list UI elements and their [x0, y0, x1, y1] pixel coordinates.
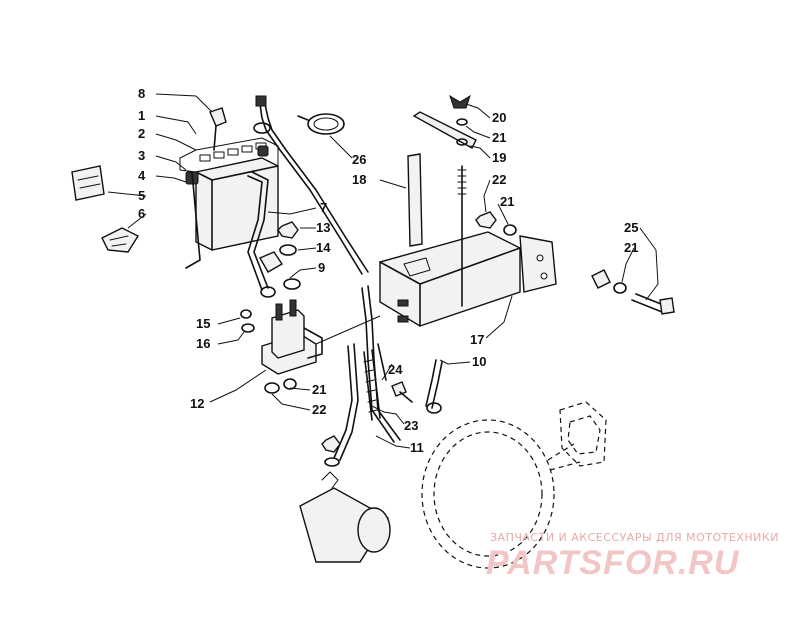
- part-label-14: 14: [316, 240, 331, 255]
- part-label-26: 26: [352, 152, 366, 167]
- nut: [277, 221, 299, 239]
- watermark: ЗАПЧАСТИ И АКСЕССУАРЫ ДЛЯ МОТОТЕХНИКИ PA…: [486, 531, 779, 582]
- part-label-3: 3: [138, 148, 145, 163]
- part-label-12: 12: [190, 396, 204, 411]
- part-label-7: 7: [320, 200, 327, 215]
- part-label-22-box: 22: [492, 172, 506, 187]
- flywheel-housing: [421, 401, 607, 569]
- mount-bolt: [591, 269, 675, 315]
- wing-nut: [449, 94, 471, 126]
- part-label-5: 5: [138, 188, 145, 203]
- bolt: [391, 381, 413, 403]
- clamp: [101, 227, 140, 253]
- solenoid: [261, 299, 323, 375]
- part-label-9: 9: [318, 260, 325, 275]
- part-label-22-solenoid: 22: [312, 402, 326, 417]
- part-label-23: 23: [404, 418, 418, 433]
- part-label-4: 4: [138, 168, 146, 183]
- part-label-21-box: 21: [500, 194, 514, 209]
- starter-motor: [299, 435, 391, 563]
- part-label-1: 1: [138, 108, 145, 123]
- battery-cells: [199, 142, 267, 162]
- part-label-6: 6: [138, 206, 145, 221]
- part-label-25: 25: [624, 220, 638, 235]
- part-label-20: 20: [492, 110, 506, 125]
- part-label-2: 2: [138, 126, 145, 141]
- part-label-10: 10: [472, 354, 486, 369]
- washer: [279, 244, 297, 256]
- part-labels: 8 1 2 3 4 5 6 7 13 14 9 15 16 12 21 22 2…: [138, 86, 638, 455]
- part-label-13: 13: [316, 220, 330, 235]
- decal: [71, 165, 105, 201]
- conduit: [363, 343, 387, 421]
- part-label-18: 18: [352, 172, 366, 187]
- hold-down-rod: [412, 111, 477, 307]
- part-label-24: 24: [388, 362, 403, 377]
- terminal-boot: [259, 251, 301, 290]
- hold-down-strap: [407, 153, 423, 247]
- terminal-cap: [209, 107, 227, 151]
- solenoid-hardware: [264, 378, 297, 394]
- part-label-21-solenoid: 21: [312, 382, 326, 397]
- leader-lines: [107, 93, 659, 449]
- part-label-16: 16: [196, 336, 210, 351]
- part-label-15: 15: [196, 316, 210, 331]
- part-label-8: 8: [138, 86, 145, 101]
- watermark-logo: PARTSFOR.RU: [486, 544, 740, 582]
- part-label-21-rod: 21: [492, 130, 506, 145]
- battery: [179, 137, 279, 269]
- battery-cable: [253, 95, 369, 275]
- part-label-19: 19: [492, 150, 506, 165]
- box-hardware: [475, 211, 517, 236]
- battery-box: [379, 231, 557, 327]
- ground-strap: [425, 359, 443, 414]
- clamp-ring: [297, 113, 345, 135]
- part-label-11: 11: [410, 440, 424, 455]
- ground-cable: [247, 171, 276, 298]
- part-label-17: 17: [470, 332, 484, 347]
- part-label-21-bolt: 21: [624, 240, 638, 255]
- watermark-caption: ЗАПЧАСТИ И АКСЕССУАРЫ ДЛЯ МОТОТЕХНИКИ: [490, 531, 779, 544]
- small-nut: [240, 309, 255, 333]
